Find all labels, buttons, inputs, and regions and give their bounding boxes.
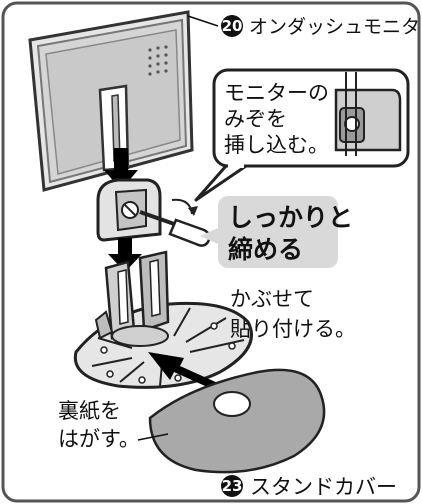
cover-label: スタンドカバー xyxy=(250,475,397,499)
backing-text-line1: 裏紙を xyxy=(58,399,121,423)
tighten-callout-tail xyxy=(200,228,218,244)
cover-number-badge xyxy=(221,475,243,497)
tighten-text-line2: 締める xyxy=(228,235,303,264)
monitor-number-badge xyxy=(221,15,243,37)
stand-illustration xyxy=(73,250,253,389)
speaker-grill xyxy=(148,45,168,76)
cover-number: 23 xyxy=(222,477,243,495)
cover-text-line1: かぶせて xyxy=(230,287,314,311)
cover-text-line2: 貼り付ける。 xyxy=(230,317,356,341)
groove-text-line1: モニターの xyxy=(224,81,329,105)
monitor-label: オンダッシュモニター xyxy=(249,16,422,38)
bracket-head-illustration xyxy=(96,178,162,242)
groove-detail-illustration xyxy=(334,72,402,156)
backing-text-line2: はがす。 xyxy=(58,427,140,451)
tighten-text-line1: しっかりと xyxy=(228,203,353,232)
groove-text-line3: 挿し込む。 xyxy=(224,133,329,157)
monitor-leader-line xyxy=(187,15,219,27)
monitor-number: 20 xyxy=(222,17,243,35)
backing-leader-line xyxy=(137,433,169,441)
monitor-illustration xyxy=(28,10,194,192)
tighten-callout-box xyxy=(218,196,338,268)
groove-text-line2: みぞを xyxy=(224,107,287,131)
attach-arrow xyxy=(148,352,220,390)
screwdriver-icon xyxy=(139,198,211,247)
stand-cover-illustration xyxy=(148,368,326,474)
